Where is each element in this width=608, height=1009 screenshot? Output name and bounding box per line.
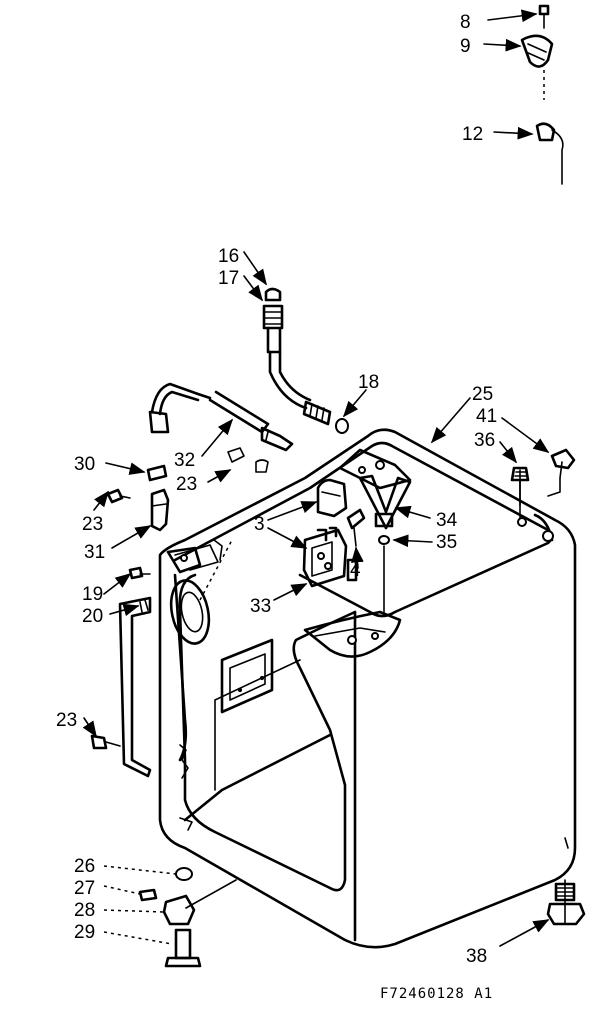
label-part-9: 9 [460,36,471,57]
top-hinge-assembly [520,4,564,185]
label-part-28: 28 [74,900,95,921]
label-part-12: 12 [462,124,483,145]
label-part-38: 38 [466,946,487,967]
label-part-16: 16 [218,246,239,267]
label-part-4: 4 [350,560,361,581]
label-part-29: 29 [74,922,95,943]
support-bracket [346,474,412,613]
label-part-23: 23 [176,474,197,495]
label-part-36: 36 [474,430,495,451]
label-part-25: 25 [472,384,493,405]
label-part-30: 30 [74,454,95,475]
label-part-32: 32 [174,450,195,471]
label-part-35: 35 [436,532,457,553]
label-part-41: 41 [476,406,497,427]
label-part-18: 18 [358,372,379,393]
cabinet-body [158,428,577,949]
label-part-20: 20 [82,606,103,627]
leader-lines [82,9,550,947]
label-part-26: 26 [74,856,95,877]
label-part-19: 19 [82,584,103,605]
hose-assembly [148,287,349,452]
control-switch [302,478,358,588]
label-part-17: 17 [218,268,239,289]
label-part-3: 3 [254,514,265,535]
label-part-31: 31 [84,542,105,563]
part-labels: 8 9 12 16 17 18 25 41 36 30 32 23 23 31 … [56,12,497,1002]
label-part-33: 33 [250,596,271,617]
leveling-leg-parts [138,867,586,968]
label-part-23: 23 [56,710,77,731]
drawing-code: F72460128 A1 [380,986,493,1002]
label-part-27: 27 [74,878,95,899]
label-part-34: 34 [436,510,458,531]
left-side-parts [90,447,269,778]
label-part-23: 23 [82,514,103,535]
right-top-parts [510,448,576,527]
label-part-8: 8 [460,12,471,33]
